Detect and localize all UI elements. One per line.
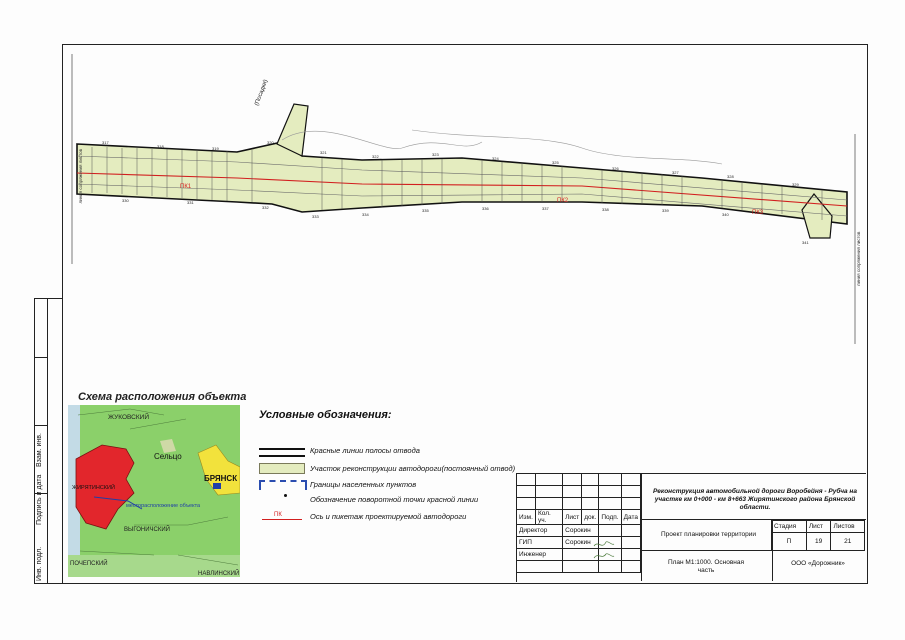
header-data: Дата (620, 509, 642, 525)
strip-label-inv: Инв. подл. (36, 546, 43, 581)
map-label-navlinsky: НАВЛИНСКИЙ (198, 569, 239, 577)
sheet-value: 19 (805, 532, 832, 551)
point-number: 328 (727, 174, 734, 179)
map-label-location: месторасположение объекта (126, 503, 201, 509)
stage-value: П (771, 532, 807, 551)
point-number: 317 (102, 140, 109, 145)
strip-label-vzam: Взам. инв. (36, 433, 43, 467)
road-corridor (76, 141, 848, 225)
left-stamp-strip: Инв. подл. Подпись и дата Взам. инв. (34, 298, 63, 584)
point-number: 331 (187, 200, 194, 205)
point-number: 338 (602, 207, 609, 212)
point-number: 340 (722, 212, 729, 217)
role-gip: ГИП (515, 536, 564, 549)
sheet-info-table: Стадия Лист Листов П 19 21 (771, 520, 865, 551)
sheet-label: Лист (805, 520, 832, 533)
point-number: 339 (662, 208, 669, 213)
pk-label-2: ПК2 (557, 198, 569, 204)
location-map: ЖУКОВСКИЙ Сельцо БРЯНСК ЖИРЯТИНСКИЙ мест… (68, 405, 240, 577)
road-sign-label: (Посадки) (254, 79, 269, 107)
point-number: 330 (122, 198, 129, 203)
role-engineer: Инженер (515, 548, 564, 561)
plan-title: План М1:1000. Основная часть (667, 559, 745, 574)
scheme-title: Схема расположения объекта (78, 391, 247, 403)
legend-swatch-settlements (259, 480, 307, 490)
role-director: Директор (515, 524, 564, 537)
header-dok: док. (581, 509, 600, 525)
strip-label-sign: Подпись и дата (36, 474, 43, 525)
point-number: 324 (492, 156, 499, 161)
name-director: Сорокин (562, 524, 600, 537)
side-road (276, 103, 309, 157)
point-number: 322 (372, 154, 379, 159)
header-izm: Изм. (516, 509, 536, 525)
point-number: 326 (612, 166, 619, 171)
point-number: 333 (312, 214, 319, 219)
legend-swatch-reconstruction (259, 463, 305, 474)
pk-label-3: ПК3 (752, 210, 764, 216)
point-number: 321 (320, 150, 327, 155)
organization-name: ООО «Дорожник» (791, 560, 845, 567)
map-label-zhukovsky: ЖУКОВСКИЙ (108, 412, 149, 421)
drawing-frame (62, 44, 868, 584)
header-kol: Кол. уч. (534, 509, 564, 525)
point-number: 319 (212, 146, 219, 151)
map-label-pochepsky: ПОЧЕПСКИЙ (70, 559, 108, 567)
header-list: Лист (562, 509, 583, 525)
point-number: 337 (542, 206, 549, 211)
signatures (593, 541, 615, 559)
sheets-label: Листов (830, 520, 865, 533)
project-stage-name: Проект планировки территории (660, 531, 757, 538)
point-number: 318 (157, 144, 164, 149)
point-number: 320 (267, 140, 274, 145)
district-area (75, 444, 135, 530)
point-number: 332 (262, 205, 269, 210)
legend-title: Условные обозначения: (259, 409, 392, 421)
revision-table: Изм. Кол. уч. Лист док. Подп. Дата Дирек… (515, 473, 642, 573)
map-label-zhiryatinsky: ЖИРЯТИНСКИЙ (72, 483, 115, 491)
road-plan: линия сопряжения листов линия сопряжения… (71, 54, 861, 344)
stage-label: Стадия (771, 520, 807, 533)
map-label-vygonichsky: ВЫГОНИЧСКИЙ (124, 525, 170, 533)
point-number: 329 (792, 182, 799, 187)
point-number: 341 (802, 240, 809, 245)
legend-item-settlements: Границы населенных пунктов (310, 480, 417, 489)
legend-swatch-turn-point (284, 494, 287, 497)
point-number: 323 (432, 152, 439, 157)
point-number: 327 (672, 170, 679, 175)
legend-swatch-red-lines (259, 448, 305, 457)
point-number: 334 (362, 212, 369, 217)
sheets-value: 21 (830, 532, 865, 551)
map-label-bryansk: БРЯНСК (204, 474, 237, 483)
map-label-selco: Сельцо (154, 452, 182, 461)
legend-item-red-lines: Красные линии полосы отвода (310, 446, 420, 455)
road-axis (76, 172, 848, 207)
legend-item-axis: Ось и пикетаж проектируемой автодороги (310, 512, 467, 521)
project-title: Реконструкция автомобильной дороги Вороб… (653, 488, 857, 511)
point-number: 335 (422, 208, 429, 213)
legend-pk-sample: ПК (274, 512, 282, 518)
legend-item-turn-point: Обозначение поворотной точки красной лин… (310, 495, 479, 504)
side-text-left: линия сопряжения листов (78, 148, 83, 203)
side-text-right: линия сопряжения листов (856, 231, 861, 286)
header-podp: Подп. (598, 509, 622, 525)
point-number: 325 (552, 160, 559, 165)
pk-label-1: ПК1 (180, 184, 192, 190)
point-number: 336 (482, 206, 489, 211)
legend-swatch-axis (262, 519, 302, 520)
legend-item-reconstruction: Участок реконструкции автодороги(постоян… (310, 464, 516, 473)
